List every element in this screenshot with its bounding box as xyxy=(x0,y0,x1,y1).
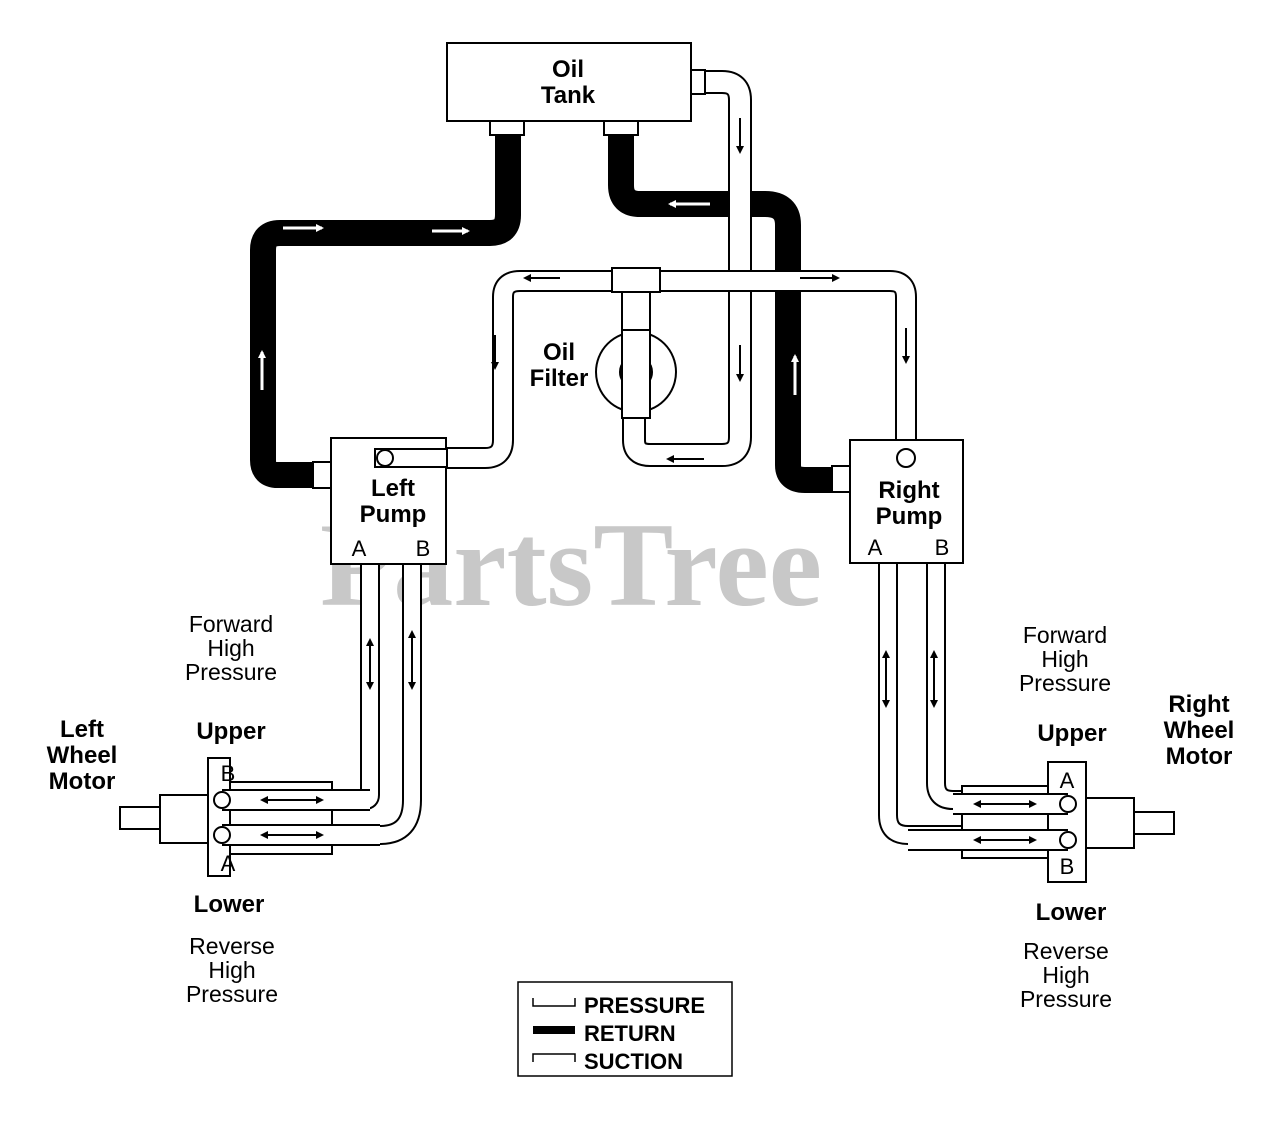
right-pump-port-a: A xyxy=(868,535,883,560)
right-pump: Right Pump A B xyxy=(831,439,964,564)
right-motor-port-bottom: B xyxy=(1060,854,1075,879)
legend-pressure-swatch xyxy=(532,998,576,1007)
right-motor-port-top: A xyxy=(1060,768,1075,793)
left-forward-3: Pressure xyxy=(185,659,277,685)
right-wheel-motor: A B Right Wheel Motor xyxy=(908,691,1235,883)
right-pump-label-1: Right xyxy=(878,477,939,504)
oil-tank: Oil Tank xyxy=(446,42,706,136)
right-reverse-2: High xyxy=(1042,962,1089,988)
right-forward-1: Forward xyxy=(1023,622,1107,648)
left-wheel-motor: B A Left Wheel Motor xyxy=(47,716,380,877)
left-pump-port-a: A xyxy=(352,536,367,561)
oil-tank-label-1: Oil xyxy=(552,56,584,83)
left-reverse-3: Pressure xyxy=(186,981,278,1007)
right-reverse-1: Reverse xyxy=(1023,938,1109,964)
legend-return-swatch xyxy=(533,1026,575,1034)
left-labels: Forward High Pressure Upper Lower Revers… xyxy=(185,611,278,1007)
right-motor-label-2: Wheel xyxy=(1164,717,1235,744)
left-pump-label-2: Pump xyxy=(360,501,427,528)
left-upper-label: Upper xyxy=(196,718,265,745)
left-motor-label-2: Wheel xyxy=(47,742,118,769)
left-motor-label-1: Left xyxy=(60,716,104,743)
left-lower-label: Lower xyxy=(194,891,265,918)
oil-filter: Oil Filter xyxy=(530,291,677,419)
left-pump-port-b: B xyxy=(416,536,431,561)
legend-pressure-label: PRESSURE xyxy=(584,993,705,1018)
right-forward-2: High xyxy=(1041,646,1088,672)
left-reverse-1: Reverse xyxy=(189,933,275,959)
right-lower-label: Lower xyxy=(1036,899,1107,926)
left-motor-port-top: B xyxy=(221,761,236,786)
left-forward-2: High xyxy=(207,635,254,661)
right-upper-label: Upper xyxy=(1037,720,1106,747)
left-pump: Left Pump A B xyxy=(312,437,448,565)
right-labels: Forward High Pressure Upper Lower Revers… xyxy=(1019,622,1112,1012)
legend: PRESSURE RETURN SUCTION xyxy=(517,981,733,1077)
oil-tank-label-2: Tank xyxy=(541,82,596,109)
right-reverse-3: Pressure xyxy=(1020,986,1112,1012)
left-pump-label-1: Left xyxy=(371,475,415,502)
left-reverse-2: High xyxy=(208,957,255,983)
right-pump-port-b: B xyxy=(935,535,950,560)
right-motor-label-3: Motor xyxy=(1166,743,1233,770)
return-lines xyxy=(250,135,832,493)
legend-return-label: RETURN xyxy=(584,1021,676,1046)
right-pump-label-2: Pump xyxy=(876,503,943,530)
right-motor-label-1: Right xyxy=(1168,691,1229,718)
left-motor-port-bottom: A xyxy=(221,851,236,876)
left-motor-label-3: Motor xyxy=(49,768,116,795)
legend-suction-swatch xyxy=(532,1053,576,1062)
left-forward-1: Forward xyxy=(189,611,273,637)
legend-suction-label: SUCTION xyxy=(584,1049,683,1074)
oil-filter-label-1: Oil xyxy=(543,339,575,366)
oil-filter-label-2: Filter xyxy=(530,365,589,392)
suction-lines xyxy=(385,70,917,469)
right-forward-3: Pressure xyxy=(1019,670,1111,696)
